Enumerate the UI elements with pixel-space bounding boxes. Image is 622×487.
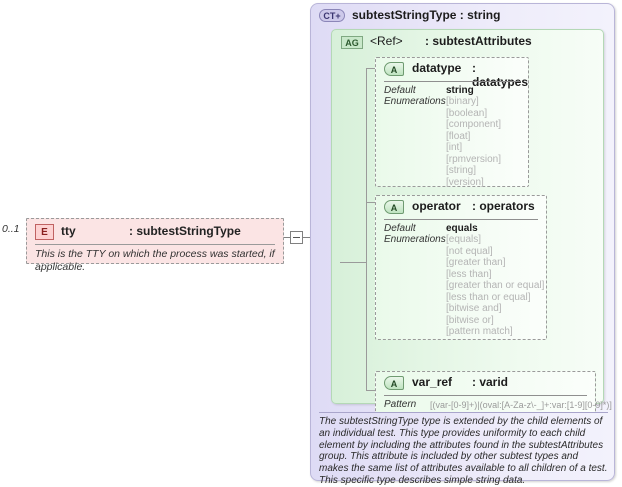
element-type: : subtestStringType <box>129 224 241 238</box>
enum-item: [boolean] <box>446 107 488 119</box>
documentation-divider <box>319 412 608 413</box>
attribute-divider-operator <box>384 219 538 220</box>
attribute-group-type: : subtestAttributes <box>425 34 532 48</box>
enum-item: [greater than] <box>446 257 506 268</box>
element-cardinality: 0..1 <box>2 223 20 235</box>
attribute-badge-datatype: A <box>384 62 404 76</box>
attribute-name-varref: var_ref <box>412 375 453 389</box>
facet-label-enumerations-datatype: Enumerations <box>384 96 446 107</box>
enum-item: [greater than or equal] <box>446 280 545 291</box>
facet-label-pattern-varref: Pattern <box>384 399 417 410</box>
attribute-name-datatype: datatype <box>412 61 462 75</box>
complex-type-badge[interactable]: CT+ <box>319 9 345 22</box>
enum-item: [pattern match] <box>446 326 513 337</box>
facet-label-default-datatype: Default <box>384 85 416 96</box>
complex-type-title: subtestStringType : string <box>352 8 501 22</box>
attribute-group-badge: AG <box>341 36 363 49</box>
element-block[interactable]: E tty : subtestStringType This is the TT… <box>26 218 286 273</box>
facet-default-value-operator: equals <box>446 223 478 234</box>
documentation-text: The subtestStringType type is extended b… <box>319 416 608 486</box>
attribute-header-operator: A operator : operators <box>376 196 546 218</box>
tree-incoming-line <box>340 262 366 263</box>
attribute-box-datatype[interactable]: A datatype : datatypes Default Enumerati… <box>375 57 529 188</box>
attribute-type-varref: : varid <box>472 375 509 389</box>
attribute-divider-datatype <box>384 81 520 82</box>
attribute-group-panel[interactable]: AG <Ref> : subtestAttributes A datatype … <box>331 29 612 413</box>
enum-item: [equals] <box>446 234 482 245</box>
attribute-divider-varref <box>384 395 587 396</box>
element-name: tty <box>61 224 76 238</box>
enum-item: [int] <box>446 142 463 153</box>
facet-label-default-operator: Default <box>384 223 416 234</box>
element-card[interactable]: E tty : subtestStringType This is the TT… <box>26 218 284 273</box>
enum-item: [bitwise or] <box>446 314 494 326</box>
facet-pattern-value-varref: [(var-[0-9]+)|(oval:[A-Za-z\-_]+:var:[1-… <box>430 400 612 410</box>
facet-enumerations-operator: [equals] [not equal] [greater than] [les… <box>446 234 544 338</box>
attribute-type-datatype: : datatypes <box>472 61 529 89</box>
attribute-type-operator: : operators <box>472 199 535 213</box>
element-documentation: This is the TTY on which the process was… <box>35 248 275 273</box>
enum-item: [rpmversion] <box>446 153 502 165</box>
facet-enumerations-datatype: [binary] [boolean] [component] [float] [… <box>446 96 501 188</box>
attribute-box-varref[interactable]: A var_ref : varid Pattern [(var-[0-9]+)|… <box>375 371 612 413</box>
attribute-box-operator[interactable]: A operator : operators Default Enumerati… <box>375 195 547 340</box>
enum-item: [bitwise and] <box>446 303 502 314</box>
element-divider <box>35 244 275 245</box>
connector-line-right <box>302 237 312 238</box>
complex-type-container[interactable]: CT+ subtestStringType : string AG <Ref> … <box>310 3 615 486</box>
documentation-panel: The subtestStringType type is extended b… <box>319 412 608 486</box>
attribute-group-ref: <Ref> <box>370 34 403 48</box>
complex-type-header: CT+ subtestStringType : string <box>311 4 614 26</box>
enum-item: [binary] <box>446 96 479 107</box>
tree-vertical-line <box>366 68 368 390</box>
attribute-badge-varref: A <box>384 376 404 390</box>
tree-branch-datatype <box>366 68 376 69</box>
enum-item: [component] <box>446 119 502 130</box>
connector-line-left <box>284 237 291 238</box>
attribute-name-operator: operator <box>412 199 461 213</box>
tree-branch-varref <box>366 390 376 391</box>
element-icon: E <box>35 224 54 240</box>
facet-default-value-datatype: string <box>446 85 474 96</box>
attribute-badge-operator: A <box>384 200 404 214</box>
enum-item: [float] <box>446 130 471 142</box>
tree-branch-operator <box>366 202 376 203</box>
attribute-header-datatype: A datatype : datatypes <box>376 58 528 89</box>
enum-item: [version] <box>446 176 484 188</box>
enum-item: [less than or equal] <box>446 291 531 303</box>
enum-item: [less than] <box>446 268 492 280</box>
enum-item: [not equal] <box>446 245 493 257</box>
attribute-header-varref: A var_ref : varid <box>376 372 595 394</box>
enum-item: [string] <box>446 165 477 176</box>
element-header: E tty : subtestStringType <box>27 219 283 245</box>
facet-label-enumerations-operator: Enumerations <box>384 234 446 245</box>
